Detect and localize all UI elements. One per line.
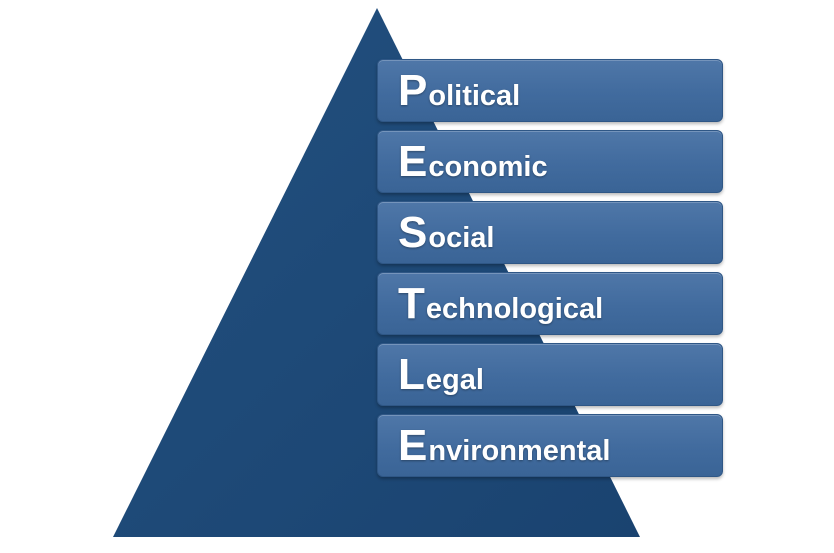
row-label: echnological (425, 293, 604, 325)
row-initial: S (398, 208, 428, 257)
row-initial: E (398, 421, 428, 470)
row-initial: P (398, 66, 428, 115)
row-label: ocial (428, 222, 495, 254)
row-initial: E (398, 137, 428, 186)
row-label: egal (425, 364, 484, 396)
row-initial: T (398, 279, 425, 328)
row-label: olitical (428, 80, 521, 112)
row-initial: L (398, 350, 425, 399)
row-technological: T echnological (377, 272, 723, 335)
row-political: P olitical (377, 59, 723, 122)
row-label: nvironmental (428, 435, 611, 467)
row-environmental: E nvironmental (377, 414, 723, 477)
row-legal: L egal (377, 343, 723, 406)
row-economic: E conomic (377, 130, 723, 193)
row-label: conomic (428, 151, 548, 183)
row-social: S ocial (377, 201, 723, 264)
